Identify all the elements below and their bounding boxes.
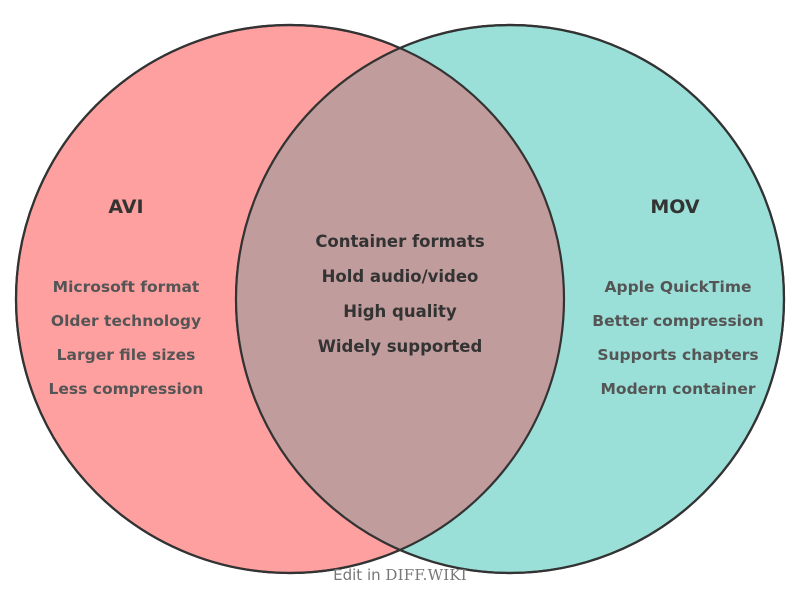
- left-set-item: Larger file sizes: [57, 346, 196, 364]
- right-set-title: MOV: [650, 196, 700, 218]
- edit-link-brand: DIFF.WIKI: [385, 566, 467, 584]
- right-set-item: Better compression: [592, 312, 763, 330]
- right-set-outline: [234, 23, 786, 575]
- intersection-region[interactable]: [236, 25, 784, 573]
- left-set-item: Less compression: [49, 380, 204, 398]
- intersection-item: Hold audio/video: [322, 267, 479, 286]
- intersection-item: High quality: [343, 302, 457, 321]
- left-set-outline: [14, 23, 566, 575]
- edit-link[interactable]: Edit in DIFF.WIKI: [0, 566, 800, 584]
- left-set-item: Older technology: [51, 312, 201, 330]
- intersection-item: Widely supported: [318, 337, 483, 356]
- intersection-item-list: Container formats Hold audio/video High …: [315, 232, 485, 356]
- edit-link-prefix: Edit in: [333, 566, 386, 584]
- right-set-item: Modern container: [601, 380, 756, 398]
- left-set-item-list: Microsoft format Older technology Larger…: [49, 278, 204, 398]
- right-set-item-list: Apple QuickTime Better compression Suppo…: [592, 278, 763, 398]
- left-set-item: Microsoft format: [53, 278, 200, 296]
- intersection-item: Container formats: [315, 232, 485, 251]
- right-set-item: Supports chapters: [597, 346, 758, 364]
- right-set-item: Apple QuickTime: [605, 278, 752, 296]
- left-set-title: AVI: [108, 196, 143, 218]
